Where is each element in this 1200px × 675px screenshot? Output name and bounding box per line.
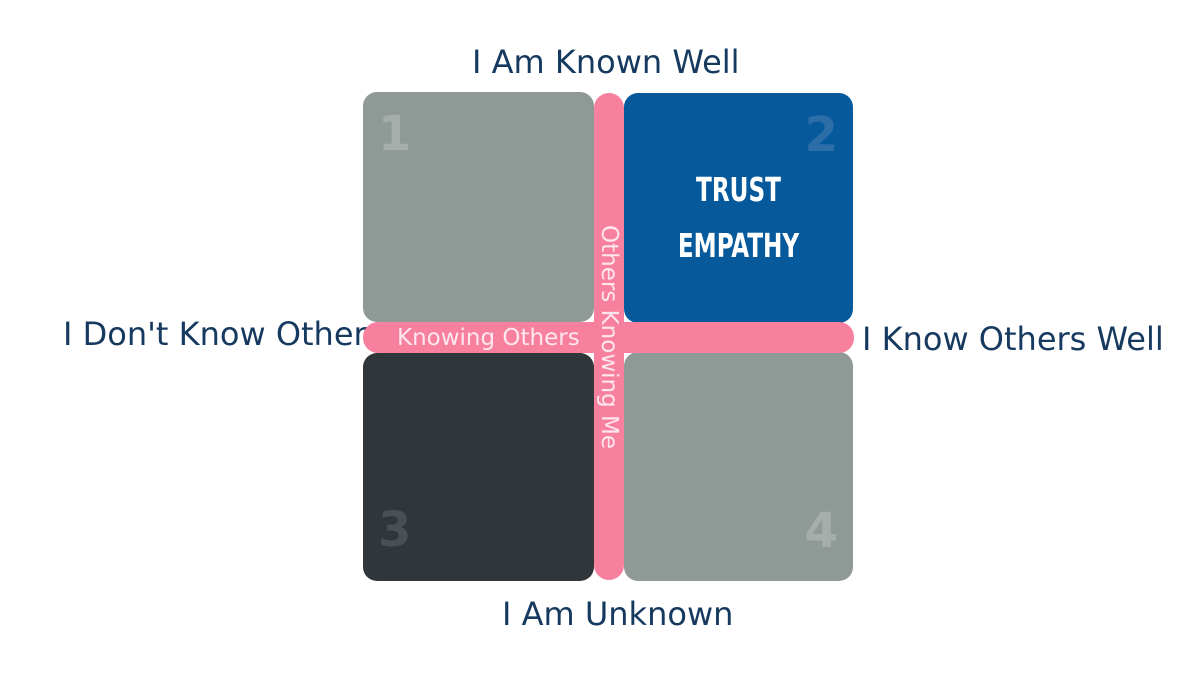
horizontal-axis-bar xyxy=(363,322,854,353)
quadrant-3: 3 xyxy=(363,353,594,581)
quadrant-4-number: 4 xyxy=(804,503,838,559)
vertical-bar-label: Others Knowing Me xyxy=(596,224,622,450)
axis-label-left: I Don't Know Others xyxy=(63,315,384,353)
horizontal-bar-label: Knowing Others xyxy=(397,325,580,351)
axis-label-right: I Know Others Well xyxy=(862,320,1164,358)
quadrant-1: 1 xyxy=(363,92,594,322)
quadrant-4: 4 xyxy=(624,352,853,581)
quadrant-2-number: 2 xyxy=(804,107,838,163)
quadrant-2-text-empathy: EMPATHY xyxy=(677,226,800,265)
axis-label-bottom: I Am Unknown xyxy=(502,595,734,633)
quadrant-2: 2 TRUST EMPATHY xyxy=(624,93,853,323)
quadrant-2-text-trust: TRUST xyxy=(696,170,781,209)
quadrant-3-number: 3 xyxy=(378,502,412,558)
axis-label-top: I Am Known Well xyxy=(472,43,740,81)
quadrant-1-number: 1 xyxy=(378,106,412,162)
